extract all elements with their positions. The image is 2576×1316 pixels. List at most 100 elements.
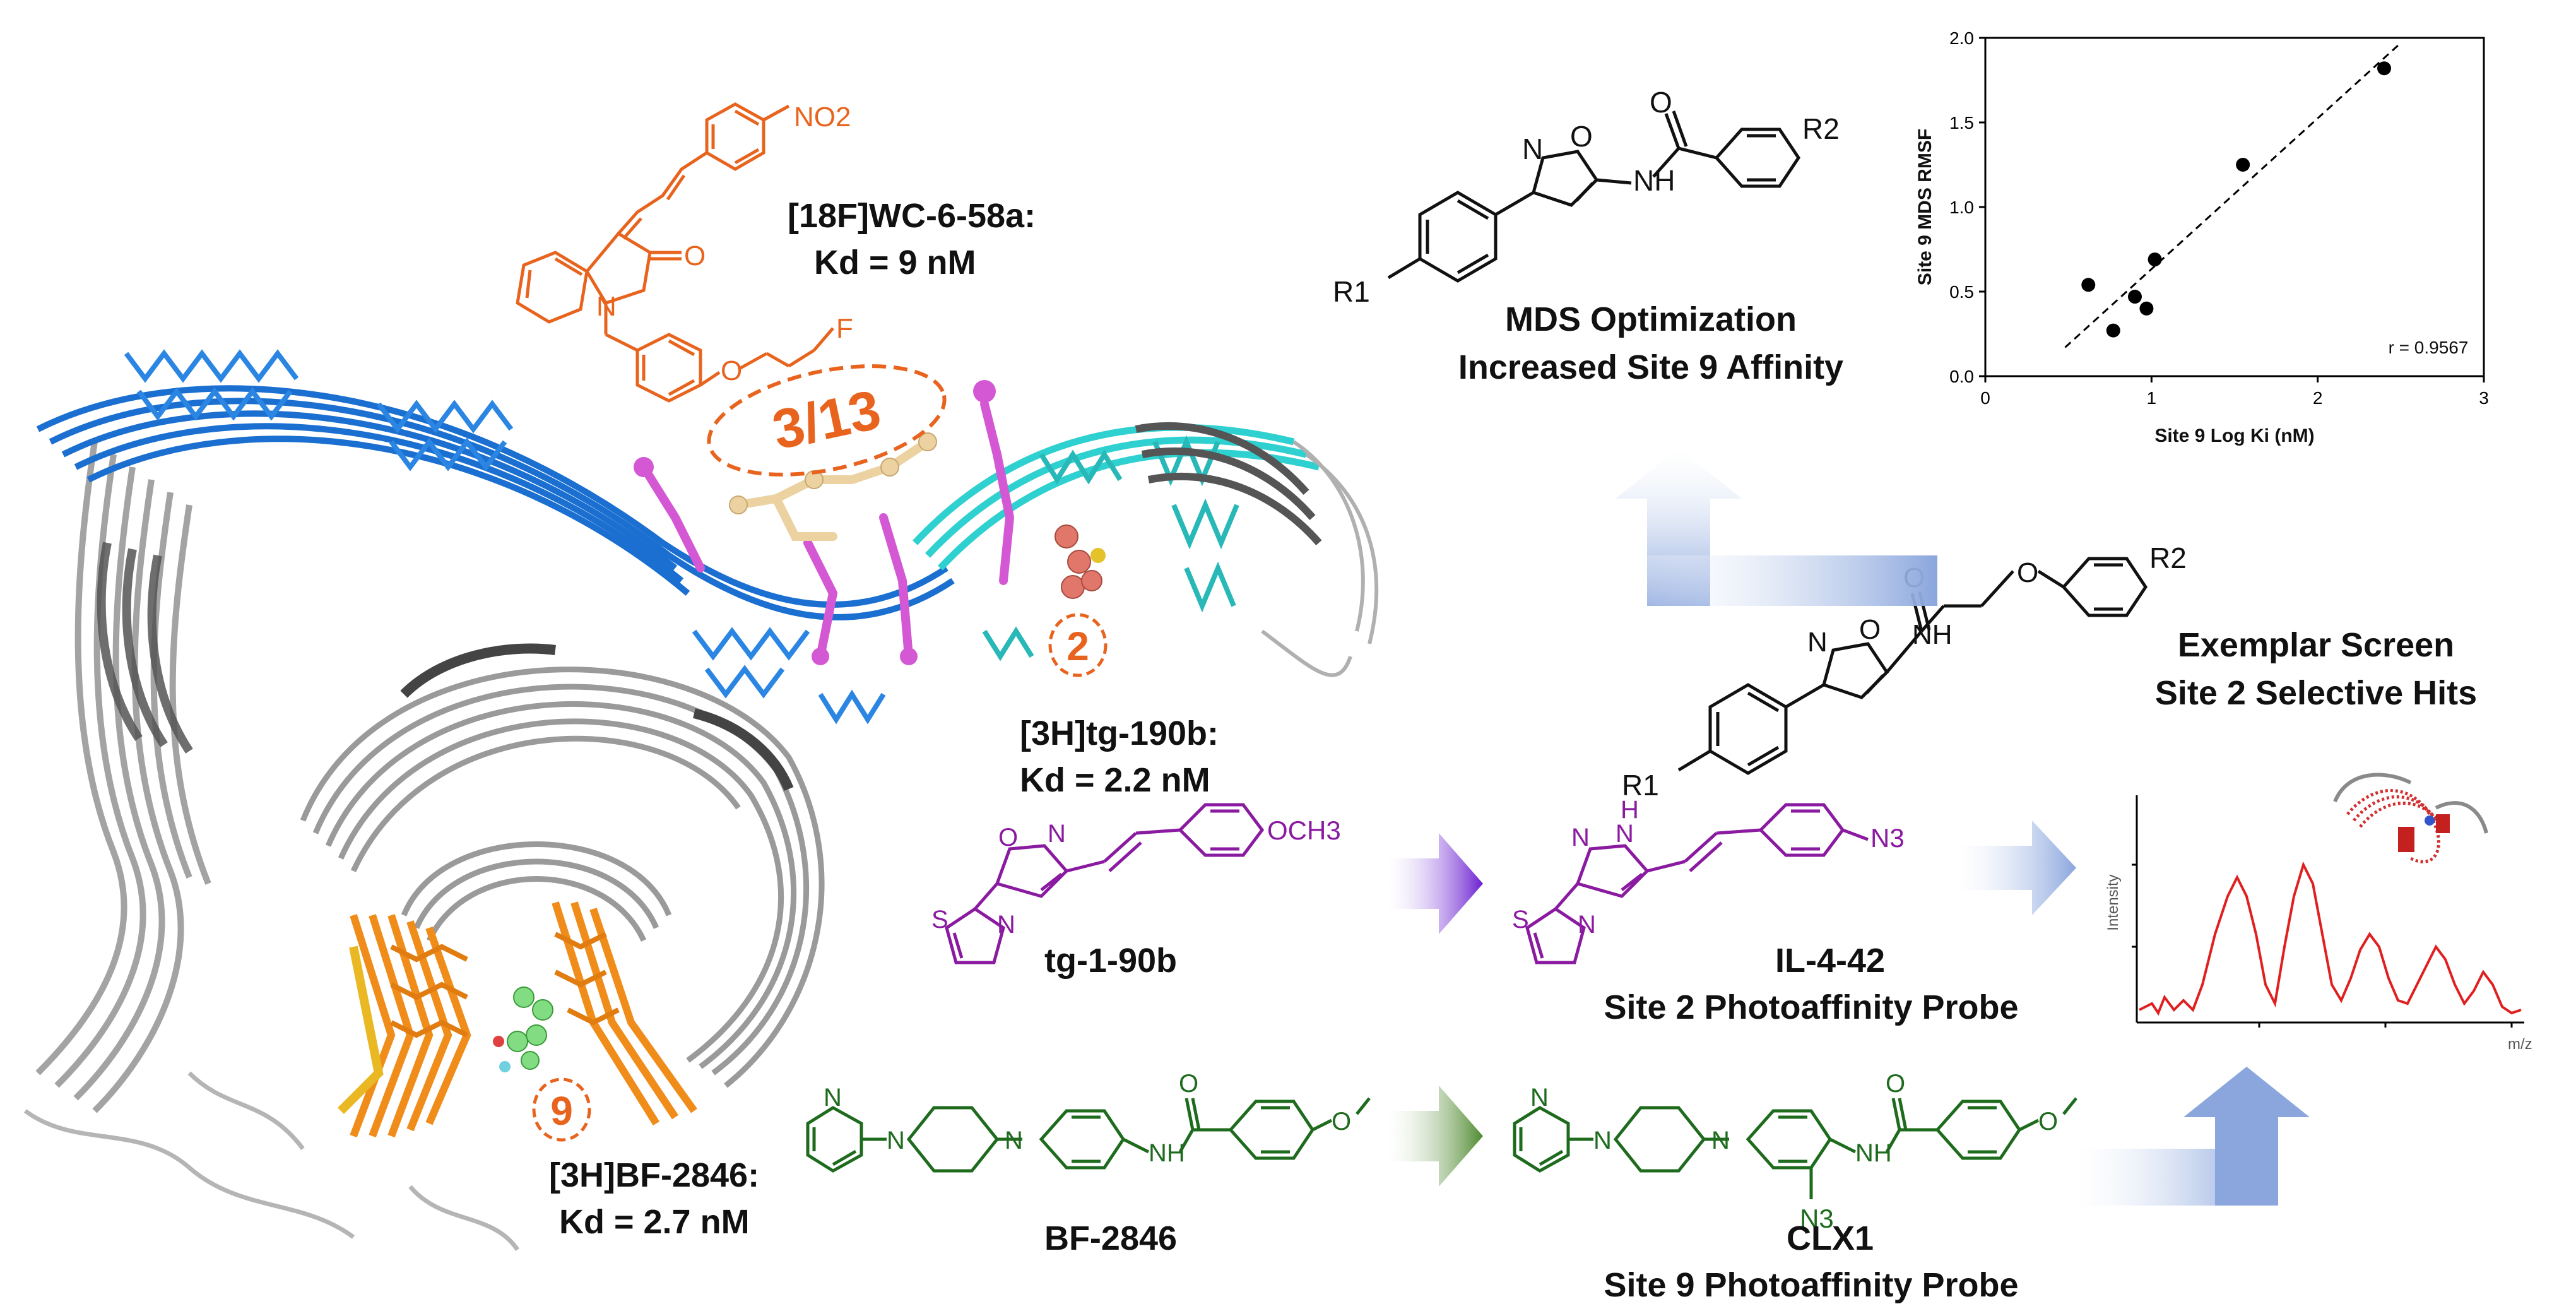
wc-6-58a-kd: Kd = 9 nM [814, 244, 976, 282]
clx1-name: CLX1 [1787, 1219, 1874, 1257]
il-4-42-structure [1525, 803, 1869, 964]
svg-text:N: N [1593, 1127, 1612, 1154]
tg-190b-name: [3H]tg-190b: [1020, 714, 1219, 752]
clx1-atom-labels: N N N NH O O [1530, 1070, 2058, 1167]
svg-text:O: O [1886, 1070, 1905, 1098]
clx1-structure [1513, 1097, 2077, 1199]
svg-text:R1: R1 [1622, 769, 1659, 802]
svg-text:R2: R2 [2149, 542, 2187, 574]
svg-text:O: O [1332, 1108, 1351, 1135]
mds-caption-line1: MDS Optimization [1505, 300, 1797, 338]
chart-point [2139, 301, 2154, 316]
site-9-marker: 9 [532, 1077, 591, 1142]
chart-xtick-label: 1 [2147, 388, 2157, 408]
svg-text:NH: NH [1855, 1139, 1892, 1167]
chart-point [2106, 323, 2120, 338]
svg-text:N: N [1711, 1127, 1730, 1154]
svg-text:O: O [1859, 614, 1881, 645]
svg-text:O: O [2017, 557, 2038, 588]
svg-text:O: O [998, 824, 1018, 851]
chart-point [2377, 61, 2391, 76]
svg-text:N: N [1616, 820, 1634, 848]
fibril-structure-image [23, 349, 1379, 1251]
chart-point [2081, 278, 2096, 292]
chart-ytick-label: 0.0 [1949, 367, 1974, 386]
wc-6-58a-atom-labels: NO2 O N O F [596, 102, 853, 386]
svg-text:N: N [997, 911, 1015, 939]
chart-xtick-label: 3 [2479, 388, 2489, 408]
chart-ticks: 0 1 2 3 0.0 0.5 1.0 1.5 2.0 [1949, 28, 2489, 408]
site-9-label: 9 [550, 1088, 573, 1134]
site-3-13-label: 3/13 [767, 377, 886, 461]
mds-caption-line2: Increased Site 9 Affinity [1458, 348, 1843, 386]
il-4-42-subst: N3 [1870, 823, 1905, 853]
site-2-label: 2 [1066, 624, 1089, 669]
svg-text:N: N [1578, 911, 1596, 939]
mds-scaffold-labels: R1 N O NH O R2 [1333, 86, 1840, 308]
chart-xtick-label: 0 [1980, 388, 1990, 408]
svg-text:NH: NH [1912, 619, 1953, 650]
clx1-desc: Site 9 Photoaffinity Probe [1604, 1266, 2018, 1304]
chart-point [2236, 158, 2250, 172]
ms-ylabel: Intensity [2105, 874, 2122, 930]
svg-text:N: N [596, 291, 617, 322]
chart-point [2148, 252, 2162, 267]
chart-points [2081, 61, 2391, 338]
flow-arrow-to-spectrum [1956, 821, 2076, 915]
svg-text:O: O [721, 355, 742, 386]
chart-point [2128, 290, 2142, 304]
bf-2846-structure [806, 1097, 1371, 1173]
il-4-42-nh: H [1621, 796, 1639, 824]
exemplar-scaffold-labels: R1 N O NH O O R2 [1622, 542, 2187, 802]
bf-2846-radio-name: [3H]BF-2846: [549, 1156, 759, 1194]
arrow-tg-to-il442 [1388, 833, 1483, 934]
chart-ytick-label: 2.0 [1949, 28, 1974, 48]
svg-text:N: N [824, 1084, 842, 1111]
chart-ytick-label: 0.5 [1949, 282, 1974, 302]
exemplar-caption-line2: Site 2 Selective Hits [2155, 674, 2477, 712]
svg-text:O: O [2038, 1108, 2058, 1135]
rmsf-vs-logki-scatter-chart: 0 1 2 3 0.0 0.5 1.0 1.5 2.0 Site 9 Log Ki (nM) S… [1915, 28, 2489, 446]
chart-ytick-label: 1.5 [1949, 113, 1974, 133]
svg-text:NH: NH [1149, 1139, 1185, 1167]
ms-xlabel: m/z [2508, 1036, 2532, 1053]
svg-text:N: N [1571, 824, 1590, 851]
svg-text:N: N [1522, 133, 1543, 165]
chart-xtick-label: 2 [2313, 388, 2323, 408]
svg-text:N: N [887, 1127, 905, 1154]
svg-text:N: N [1005, 1127, 1023, 1154]
ms-trace [2139, 861, 2522, 1016]
svg-text:N: N [1807, 627, 1828, 658]
svg-text:R1: R1 [1333, 275, 1370, 308]
wc-6-58a-structure [516, 102, 834, 403]
svg-text:NH: NH [1633, 164, 1675, 197]
svg-text:O: O [684, 240, 706, 271]
tg-1-90b-subst: OCH3 [1267, 815, 1341, 845]
chart-xlabel: Site 9 Log Ki (nM) [2154, 425, 2314, 446]
svg-text:O: O [1650, 86, 1672, 119]
bf-2846-radio-kd: Kd = 2.7 nM [559, 1203, 750, 1241]
chart-plot-frame [1984, 37, 2485, 377]
bf-2846-name: BF-2846 [1044, 1219, 1177, 1257]
chart-ytick-label: 1.0 [1949, 198, 1974, 217]
svg-text:S: S [931, 906, 948, 934]
svg-text:S: S [1512, 906, 1529, 934]
tg-1-90b-structure [945, 803, 1265, 964]
svg-text:N: N [1530, 1084, 1549, 1111]
arrow-bf-to-clx1 [1388, 1086, 1483, 1187]
tg-190b-kd: Kd = 2.2 nM [1020, 761, 1210, 799]
exemplar-scaffold-structure [1677, 557, 2148, 775]
flow-arrow-from-clx1 [2076, 1067, 2310, 1206]
chart-ylabel: Site 9 MDS RMSF [1915, 129, 1935, 285]
mds-scaffold-structure [1387, 110, 1801, 283]
svg-text:R2: R2 [1802, 112, 1840, 145]
svg-text:O: O [1570, 120, 1593, 153]
flow-arrow-up-to-mds [1616, 448, 1937, 606]
chart-annotation: r = 0.9567 [2389, 338, 2469, 357]
ms-fibril-thumbnail [2333, 773, 2488, 863]
svg-text:F: F [836, 313, 853, 344]
